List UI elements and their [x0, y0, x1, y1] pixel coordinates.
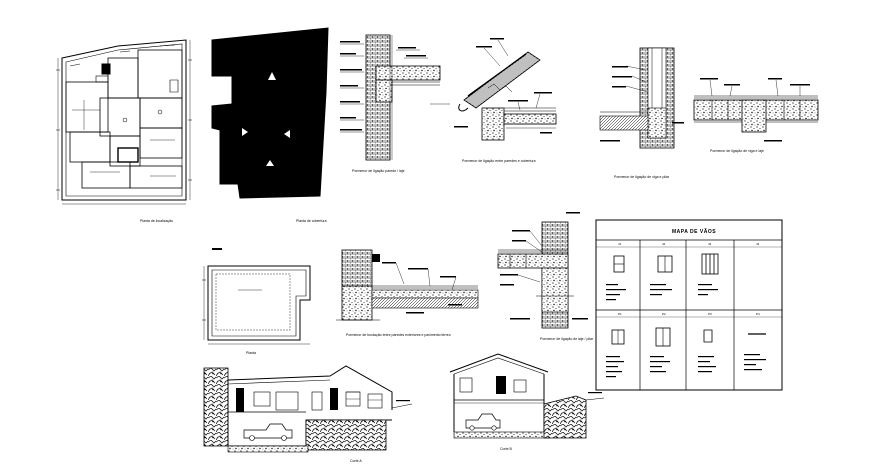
section-a: [203, 365, 413, 453]
section-b-caption: Corte B: [500, 447, 513, 451]
lower-floor-plan: [202, 248, 311, 345]
detail-foundation-caption: Pormenor de fundação entre paredes exter…: [346, 333, 451, 337]
door-code: P1: [618, 312, 622, 316]
detail-roof-eave: [454, 38, 557, 141]
floor-plan: [56, 39, 192, 205]
section-b: [449, 353, 605, 439]
detail-foundation: [336, 249, 479, 321]
door-code: P3: [708, 312, 712, 316]
detail-slab-column-caption: Pormenor de ligação de laje / pilar: [540, 337, 594, 341]
detail-roof-eave-caption: Pormenor de ligação entre paredes e cobe…: [462, 159, 536, 163]
floor-plan-caption: Planta de localização: [140, 219, 173, 223]
detail-slab-beam-caption: Pormenor de ligação de viga e laje: [710, 149, 764, 153]
window-map-title: MAPA DE VÃOS: [672, 228, 716, 235]
door-code: P4: [756, 312, 760, 316]
roof-plan-caption: Planta de cobertura: [296, 219, 327, 223]
lower-floor-plan-caption: Planta: [246, 351, 256, 355]
detail-slab-beam: [693, 78, 819, 142]
window-map-table: [595, 219, 783, 391]
window-code: J4: [756, 242, 760, 246]
detail-beam-column-caption: Pormenor de ligação de viga e pilar: [614, 175, 670, 179]
window-code: J2: [662, 242, 666, 246]
detail-wall-slab: [340, 34, 450, 161]
section-a-caption: Corte A: [350, 459, 362, 463]
window-code: J3: [708, 242, 712, 246]
door-code: P2: [662, 312, 666, 316]
detail-beam-column: [599, 47, 684, 149]
window-code: J1: [618, 242, 622, 246]
detail-wall-slab-caption: Pormenor de ligação parede / laje: [352, 169, 405, 173]
detail-slab-column: [497, 212, 588, 329]
roof-plan: [211, 27, 329, 199]
